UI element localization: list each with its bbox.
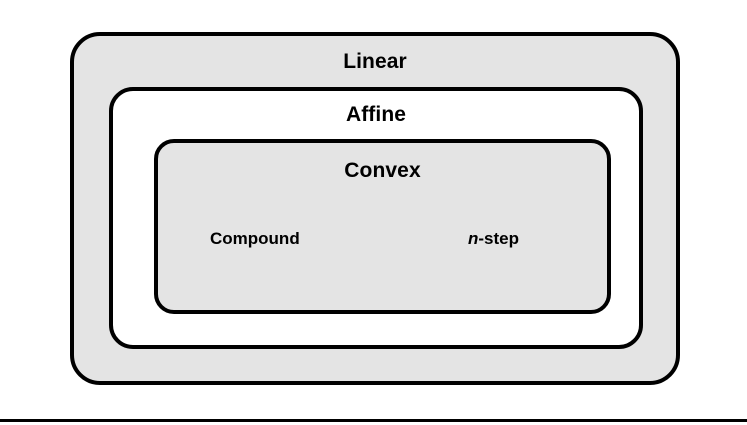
member-label-n-step-variable: n: [468, 229, 479, 248]
set-label-affine: Affine: [345, 103, 407, 126]
set-region-convex: Convex Compound n-step: [154, 139, 611, 314]
set-region-linear: Linear Affine Convex Compound n-step: [70, 32, 680, 385]
convex-members-row: Compound n-step: [158, 226, 607, 252]
member-label-n-step: n-step: [468, 226, 519, 252]
bottom-divider-rule: [0, 419, 747, 422]
set-label-linear: Linear: [343, 50, 407, 73]
member-label-n-step-suffix: -step: [478, 229, 520, 248]
set-region-affine: Affine Convex Compound n-step: [109, 87, 643, 349]
set-label-convex: Convex: [344, 159, 421, 182]
member-label-compound: Compound: [210, 229, 300, 248]
